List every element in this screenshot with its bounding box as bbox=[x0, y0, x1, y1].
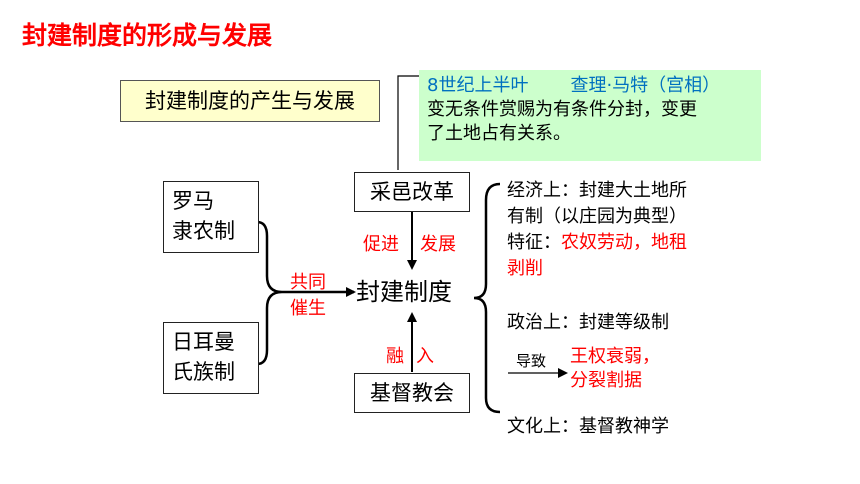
christian-church-box: 基督教会 bbox=[354, 373, 470, 413]
feature-label: 特征： bbox=[507, 232, 561, 253]
germanic-line-1: 日耳曼 bbox=[172, 330, 235, 354]
leads-to-label: 导致 bbox=[516, 352, 547, 370]
roman-colonate-box: 罗马 隶农制 bbox=[163, 181, 259, 253]
culture-line: 文化上：基督教神学 bbox=[507, 416, 669, 437]
page-title: 封建制度的形成与发展 bbox=[22, 21, 273, 50]
merge-label-2: 入 bbox=[416, 346, 434, 367]
politics-result-2: 分裂割据 bbox=[570, 370, 642, 391]
economy-line-2: 有制（以庄园为典型） bbox=[507, 206, 687, 227]
callout-pointer bbox=[397, 75, 419, 170]
merge-label-1: 融 bbox=[386, 346, 404, 367]
feudal-system-center: 封建制度 bbox=[356, 278, 452, 306]
fief-reform-box: 采邑改革 bbox=[354, 172, 470, 212]
roman-line-2: 隶农制 bbox=[172, 219, 235, 243]
germanic-clan-box: 日耳曼 氏族制 bbox=[163, 322, 259, 394]
feature-value-1: 农奴劳动，地租 bbox=[561, 232, 687, 253]
roman-line-1: 罗马 bbox=[172, 189, 214, 213]
note-line-2: 变无条件赏赐为有条件分封，变更 bbox=[427, 99, 697, 120]
note-time: 8世纪上半叶 bbox=[427, 75, 529, 96]
promote-label-1: 促进 bbox=[363, 234, 399, 255]
note-person: 查理·马特（宫相） bbox=[570, 75, 721, 96]
economy-line-1: 经济上：封建大土地所 bbox=[507, 180, 687, 201]
feature-line-1: 特征：农奴劳动，地租 bbox=[507, 228, 687, 254]
joint-label-1: 共同 bbox=[290, 272, 326, 293]
callout-note: 8世纪上半叶 查理·马特（宫相） 变无条件赏赐为有条件分封，变更 了土地占有关系。 bbox=[419, 70, 761, 161]
joint-label-2: 催生 bbox=[290, 298, 326, 319]
germanic-line-2: 氏族制 bbox=[172, 360, 235, 384]
promote-label-2: 发展 bbox=[420, 234, 456, 255]
feature-value-2: 剥削 bbox=[507, 258, 543, 279]
politics-result-1: 王权衰弱， bbox=[570, 346, 660, 367]
section-heading-box: 封建制度的产生与发展 bbox=[120, 80, 380, 122]
left-brace bbox=[256, 220, 283, 366]
note-line-1: 8世纪上半叶 查理·马特（宫相） bbox=[427, 74, 720, 98]
right-brace bbox=[473, 182, 501, 414]
politics-line: 政治上：封建等级制 bbox=[507, 312, 669, 333]
note-line-3: 了土地占有关系。 bbox=[427, 123, 571, 144]
